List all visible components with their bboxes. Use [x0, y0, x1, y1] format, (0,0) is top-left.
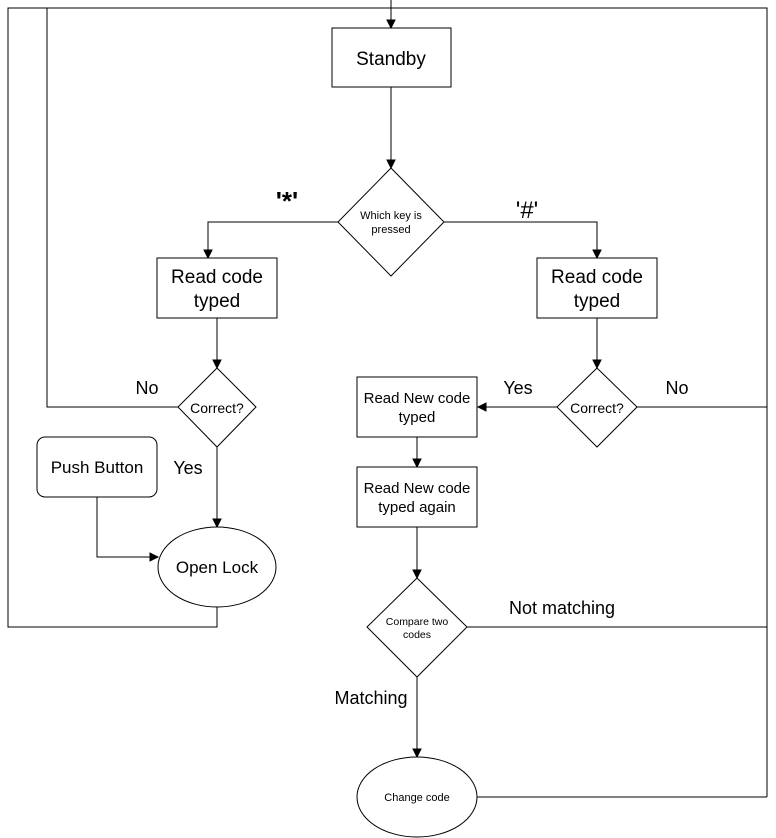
read-code-left-line1: Read code: [171, 267, 263, 288]
push-button-label: Push Button: [51, 458, 144, 477]
arrowhead-compare: [412, 569, 422, 580]
read-code-right-line2: typed: [574, 291, 620, 312]
arrowhead-read-right: [592, 249, 602, 260]
change-code-label: Change code: [384, 792, 449, 804]
which-key-decision: [337, 167, 445, 277]
label-yes-right: Yes: [503, 378, 532, 398]
correct-right-label: Correct?: [570, 400, 624, 416]
connectors: [7, 0, 768, 798]
edge-hash: [444, 221, 598, 250]
arrowhead-push-button: [149, 552, 160, 562]
standby-node: [331, 27, 452, 88]
label-not-matching: Not matching: [509, 598, 615, 618]
label-no-right: No: [665, 378, 688, 398]
which-key-label-line2: pressed: [371, 224, 410, 236]
arrowhead-read-left: [203, 249, 213, 260]
read-code-right-node: [536, 257, 658, 319]
label-yes-left: Yes: [173, 458, 202, 478]
compare-decision: [366, 577, 468, 678]
read-again-line2: typed again: [378, 499, 456, 516]
edge-left-no-loop: [46, 8, 178, 408]
open-lock-node: [157, 526, 277, 608]
read-new-code-line1: Read New code: [364, 390, 471, 407]
label-star: '*': [276, 186, 298, 216]
label-no-left: No: [135, 378, 158, 398]
arrowhead-correct-right: [592, 359, 602, 370]
open-lock-label: Open Lock: [176, 558, 259, 577]
arrowhead-read-again: [412, 458, 422, 469]
correct-left-decision: [177, 367, 257, 448]
which-key-label-line1: Which key is: [360, 210, 422, 222]
read-new-code-again-node: [356, 466, 478, 528]
correct-left-label: Correct?: [190, 400, 244, 416]
push-button-node: [36, 436, 158, 498]
compare-label-line2: codes: [403, 629, 431, 641]
arrowhead-change-code: [412, 748, 422, 759]
arrowhead-read-new: [476, 402, 487, 412]
arrowhead-standby: [386, 19, 396, 30]
arrowhead-correct-left: [212, 359, 222, 370]
correct-right-decision: [556, 367, 638, 448]
edge-push-button: [96, 497, 150, 558]
read-new-code-line2: typed: [399, 409, 436, 426]
arrowhead-decision: [386, 159, 396, 170]
edge-star: [207, 221, 338, 250]
read-again-line1: Read New code: [364, 480, 471, 497]
read-new-code-node: [356, 376, 478, 438]
read-code-right-line1: Read code: [551, 267, 643, 288]
nodes: Standby Which key is pressed Read code t…: [36, 27, 658, 838]
arrowhead-open-lock: [212, 518, 222, 529]
read-code-left-node: [156, 257, 278, 319]
edge-right-loop: [391, 7, 768, 797]
compare-label-line1: Compare two: [386, 616, 449, 628]
edge-open-lock-loop: [7, 7, 391, 628]
edge-labels: '*' '#' No Yes Yes No Not matching Match…: [135, 186, 688, 708]
change-code-node: [356, 756, 478, 838]
label-matching: Matching: [334, 688, 407, 708]
read-code-left-line2: typed: [194, 291, 240, 312]
standby-label: Standby: [356, 49, 426, 70]
label-hash: '#': [516, 197, 539, 224]
